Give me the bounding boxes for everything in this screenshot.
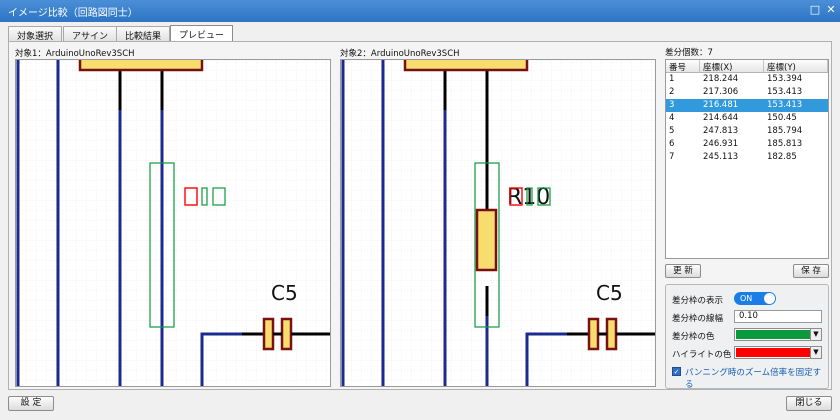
cell-x: 217.306 bbox=[703, 87, 739, 97]
window-title: イメージ比較（回路図同士） bbox=[8, 8, 138, 19]
cell-y: 153.413 bbox=[767, 87, 803, 97]
cell-number: 4 bbox=[669, 113, 675, 123]
show-frame-toggle[interactable]: ON bbox=[734, 292, 776, 305]
column-header-x[interactable]: 座標(X) bbox=[700, 60, 764, 73]
close-button[interactable]: 閉じる bbox=[786, 396, 832, 411]
highlight-color-picker[interactable]: ▼ bbox=[734, 346, 822, 359]
diff-count: 差分個数：7 bbox=[665, 48, 713, 58]
toggle-state-label: ON bbox=[740, 294, 753, 303]
tab-target-select[interactable]: 対象選択 bbox=[8, 26, 63, 42]
chevron-down-icon[interactable]: ▼ bbox=[810, 347, 821, 358]
column-header-number[interactable]: 番号 bbox=[666, 60, 700, 73]
frame-color-swatch bbox=[736, 330, 810, 339]
diff-table-header: 番号 座標(X) 座標(Y) bbox=[666, 60, 828, 73]
table-row[interactable]: 2 217.306 153.413 bbox=[666, 86, 828, 99]
cell-x: 214.644 bbox=[703, 113, 739, 123]
right-schematic-drawing: R10 C5 bbox=[341, 60, 655, 386]
save-button[interactable]: 保 存 bbox=[793, 264, 829, 278]
tab-compare-result[interactable]: 比較結果 bbox=[116, 26, 171, 42]
cell-number: 5 bbox=[669, 126, 675, 136]
cell-y: 153.394 bbox=[767, 74, 803, 84]
cell-x: 245.113 bbox=[703, 152, 739, 162]
cell-y: 153.413 bbox=[767, 100, 803, 110]
diff-settings-group: 差分枠の表示 ON 差分枠の線幅 0.10 差分枠の色 ▼ ハイライトの色 ▼ … bbox=[665, 284, 829, 390]
cell-y: 185.813 bbox=[767, 139, 803, 149]
cell-number: 7 bbox=[669, 152, 675, 162]
cell-y: 185.794 bbox=[767, 126, 803, 136]
table-row[interactable]: 5 247.813 185.794 bbox=[666, 125, 828, 138]
preview-panel: 対象1：ArduinoUnoRev3SCH C5 bbox=[8, 41, 832, 390]
title-bar: イメージ比較（回路図同士） □ ✕ bbox=[0, 0, 840, 22]
cell-y: 182.85 bbox=[767, 152, 797, 162]
cell-y: 150.45 bbox=[767, 113, 797, 123]
show-frame-label: 差分枠の表示 bbox=[672, 296, 724, 306]
right-ref-label: C5 bbox=[596, 281, 623, 305]
table-row[interactable]: 4 214.644 150.45 bbox=[666, 112, 828, 125]
fix-zoom-checkbox[interactable]: ✓ bbox=[672, 367, 681, 376]
fix-zoom-label[interactable]: パンニング時のズーム倍率を固定する bbox=[685, 368, 822, 390]
maximize-icon[interactable]: □ bbox=[809, 3, 821, 16]
table-row-selected[interactable]: 3 216.481 153.413 bbox=[666, 99, 828, 112]
cell-x: 216.481 bbox=[703, 100, 739, 110]
cell-number: 1 bbox=[669, 74, 675, 84]
table-row[interactable]: 1 218.244 153.394 bbox=[666, 73, 828, 86]
right-schematic-canvas[interactable]: R10 C5 bbox=[340, 59, 656, 387]
settings-button[interactable]: 設 定 bbox=[8, 396, 54, 411]
chevron-down-icon[interactable]: ▼ bbox=[810, 329, 821, 340]
tab-assign[interactable]: アサイン bbox=[63, 26, 118, 42]
table-row[interactable]: 6 246.931 185.813 bbox=[666, 138, 828, 151]
cell-x: 247.813 bbox=[703, 126, 739, 136]
cell-x: 246.931 bbox=[703, 139, 739, 149]
cell-x: 218.244 bbox=[703, 74, 739, 84]
cell-number: 2 bbox=[669, 87, 675, 97]
close-icon[interactable]: ✕ bbox=[826, 3, 836, 16]
cell-number: 6 bbox=[669, 139, 675, 149]
left-view-label: 対象1：ArduinoUnoRev3SCH bbox=[15, 49, 135, 59]
left-ref-label: C5 bbox=[271, 281, 298, 305]
tab-preview[interactable]: プレビュー bbox=[170, 25, 234, 42]
highlight-color-swatch bbox=[736, 348, 810, 357]
line-width-input[interactable]: 0.10 bbox=[734, 310, 822, 323]
table-row[interactable]: 7 245.113 182.85 bbox=[666, 151, 828, 164]
update-button[interactable]: 更 新 bbox=[665, 264, 701, 278]
resistor-label: R10 bbox=[507, 185, 550, 210]
toggle-knob bbox=[764, 293, 775, 304]
left-schematic-drawing: C5 bbox=[16, 60, 330, 386]
cell-number: 3 bbox=[669, 100, 675, 110]
diff-side-panel: 差分個数：7 番号 座標(X) 座標(Y) 1 218.244 153.394 … bbox=[665, 46, 829, 390]
right-view-label: 対象2：ArduinoUnoRev3SCH bbox=[340, 49, 460, 59]
column-header-y[interactable]: 座標(Y) bbox=[764, 60, 828, 73]
frame-color-picker[interactable]: ▼ bbox=[734, 328, 822, 341]
left-schematic-canvas[interactable]: C5 bbox=[15, 59, 331, 387]
highlight-color-label: ハイライトの色 bbox=[672, 350, 732, 360]
line-width-label: 差分枠の線幅 bbox=[672, 314, 724, 324]
frame-color-label: 差分枠の色 bbox=[672, 332, 715, 342]
diff-table: 番号 座標(X) 座標(Y) 1 218.244 153.394 2 217.3… bbox=[665, 59, 829, 259]
